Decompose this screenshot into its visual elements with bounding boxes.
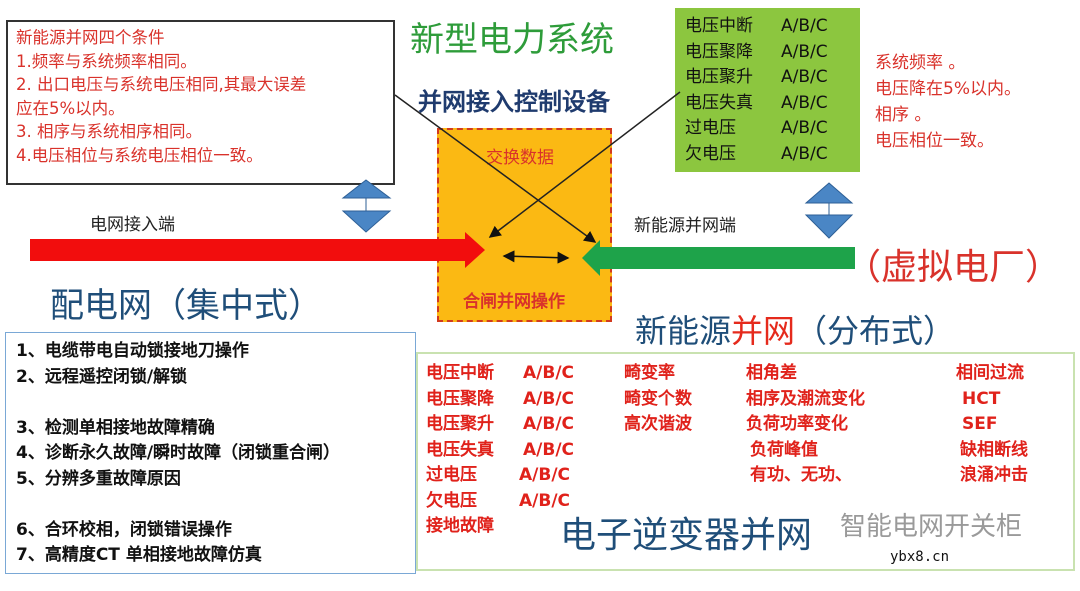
- distributed-title: 新能源并网（分布式）: [635, 312, 956, 350]
- newenergy-arrow: [582, 240, 855, 276]
- list-item: [16, 492, 405, 518]
- condition-item: 应在5%以内。: [16, 98, 125, 118]
- updown-arrow-icon: [341, 179, 854, 239]
- inverter-label: 电子逆变器并网: [560, 515, 813, 556]
- grid-end-label: 电网接入端: [90, 215, 175, 235]
- list-item: 3、检测单相接地故障精确: [16, 417, 215, 438]
- close-operation-label: 合闸并网操作: [463, 292, 565, 312]
- list-item: 4、诊断永久故障/瞬时故障（闭锁重合闸）: [16, 443, 341, 463]
- condition-item: 2. 出口电压与系统电压相同,其最大误差: [16, 75, 307, 94]
- note: 电压相位一致。: [875, 131, 994, 151]
- condition-item: 3. 相序与系统相序相同。: [16, 122, 202, 141]
- cross-line: [394, 94, 597, 243]
- virtual-plant-label: （虚拟电厂）: [845, 247, 1062, 288]
- note: 电压降在5%以内。: [875, 79, 1021, 99]
- double-arrow: [502, 250, 570, 264]
- list-item: 5、分辨多重故障原因: [16, 468, 181, 489]
- device-title: 并网接入控制设备: [418, 88, 610, 116]
- conditions-box: 新能源并网四个条件 1.频率与系统频率相同。 2. 出口电压与系统电压相同,其最…: [6, 20, 395, 185]
- list-item: 6、合环校相，闭锁错误操作: [16, 519, 232, 540]
- cross-line: [488, 91, 681, 238]
- distribution-label: 配电网（集中式）: [50, 286, 322, 326]
- right-notes: 系统频率 。 电压降在5%以内。 相序 。 电压相位一致。: [875, 50, 1021, 154]
- site-label: ybx8.cn: [890, 549, 950, 565]
- newenergy-end-label: 新能源并网端: [634, 216, 736, 236]
- condition-item: 4.电压相位与系统电压相位一致。: [16, 145, 263, 165]
- list-item: 2、远程遥控闭锁/解锁: [16, 366, 188, 387]
- column-phase: 相角差相序及潮流变化负荷功率变化负荷峰值有功、无功、: [746, 363, 865, 485]
- list-item: 1、电缆带电自动锁接地刀操作: [16, 341, 249, 361]
- column-harmonics: 畸变率畸变个数高次谐波: [624, 363, 692, 434]
- conditions-title: 新能源并网四个条件: [16, 28, 165, 47]
- exchange-data-label: 交换数据: [486, 148, 554, 168]
- feature-list: 1、电缆带电自动锁接地刀操作 2、远程遥控闭锁/解锁 3、检测单相接地故障精确 …: [5, 332, 416, 574]
- diagram-title: 新型电力系统: [410, 20, 614, 60]
- note: 系统频率 。: [875, 53, 966, 73]
- list-item: 7、高精度CT 单相接地故障仿真: [16, 545, 262, 565]
- control-device-box: [437, 128, 612, 322]
- grid-arrow: [30, 232, 485, 268]
- note: 相序 。: [875, 105, 932, 125]
- watermark: 智能电网开关柜: [840, 512, 1023, 542]
- condition-item: 1.频率与系统频率相同。: [16, 51, 197, 71]
- list-item: [16, 390, 405, 416]
